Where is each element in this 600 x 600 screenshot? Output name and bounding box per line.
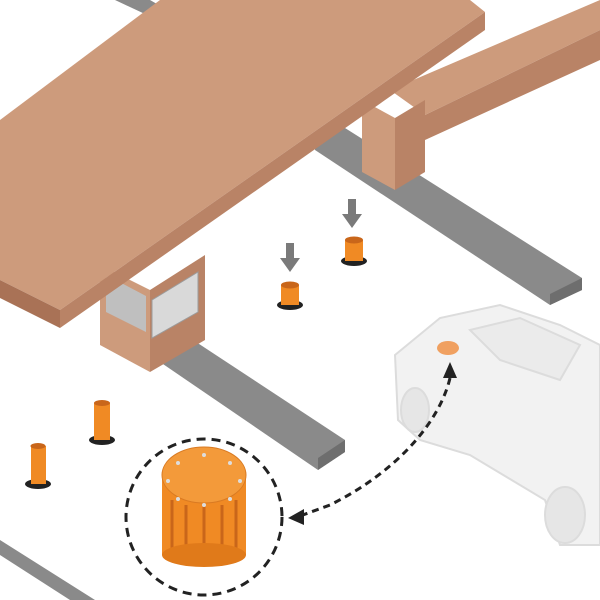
parking-sensor-device xyxy=(161,446,247,567)
canopy-top xyxy=(0,0,485,310)
down-arrow-icon xyxy=(280,243,300,272)
down-arrow-icon xyxy=(342,199,362,228)
rail-middle-side xyxy=(318,440,345,470)
arm-front xyxy=(425,30,600,140)
bollard xyxy=(25,443,51,489)
bollard xyxy=(341,236,367,266)
booth-window-left xyxy=(106,275,146,332)
bollard xyxy=(277,281,303,310)
sensor-marker xyxy=(437,341,459,355)
rail-middle xyxy=(160,338,345,470)
bollard xyxy=(89,400,115,445)
barrier-arm xyxy=(362,0,600,190)
rail-right-side xyxy=(550,278,582,305)
booth-window xyxy=(151,271,199,339)
arm-top xyxy=(390,0,600,115)
toll-booth xyxy=(100,255,205,372)
canopy-left xyxy=(0,280,60,328)
rail-bottom xyxy=(0,540,95,600)
canopy xyxy=(0,0,485,328)
post-side xyxy=(395,100,425,190)
post-front xyxy=(362,100,395,190)
canopy-front xyxy=(60,12,485,328)
dashed-arrow-icon xyxy=(288,362,457,525)
car xyxy=(393,303,600,546)
